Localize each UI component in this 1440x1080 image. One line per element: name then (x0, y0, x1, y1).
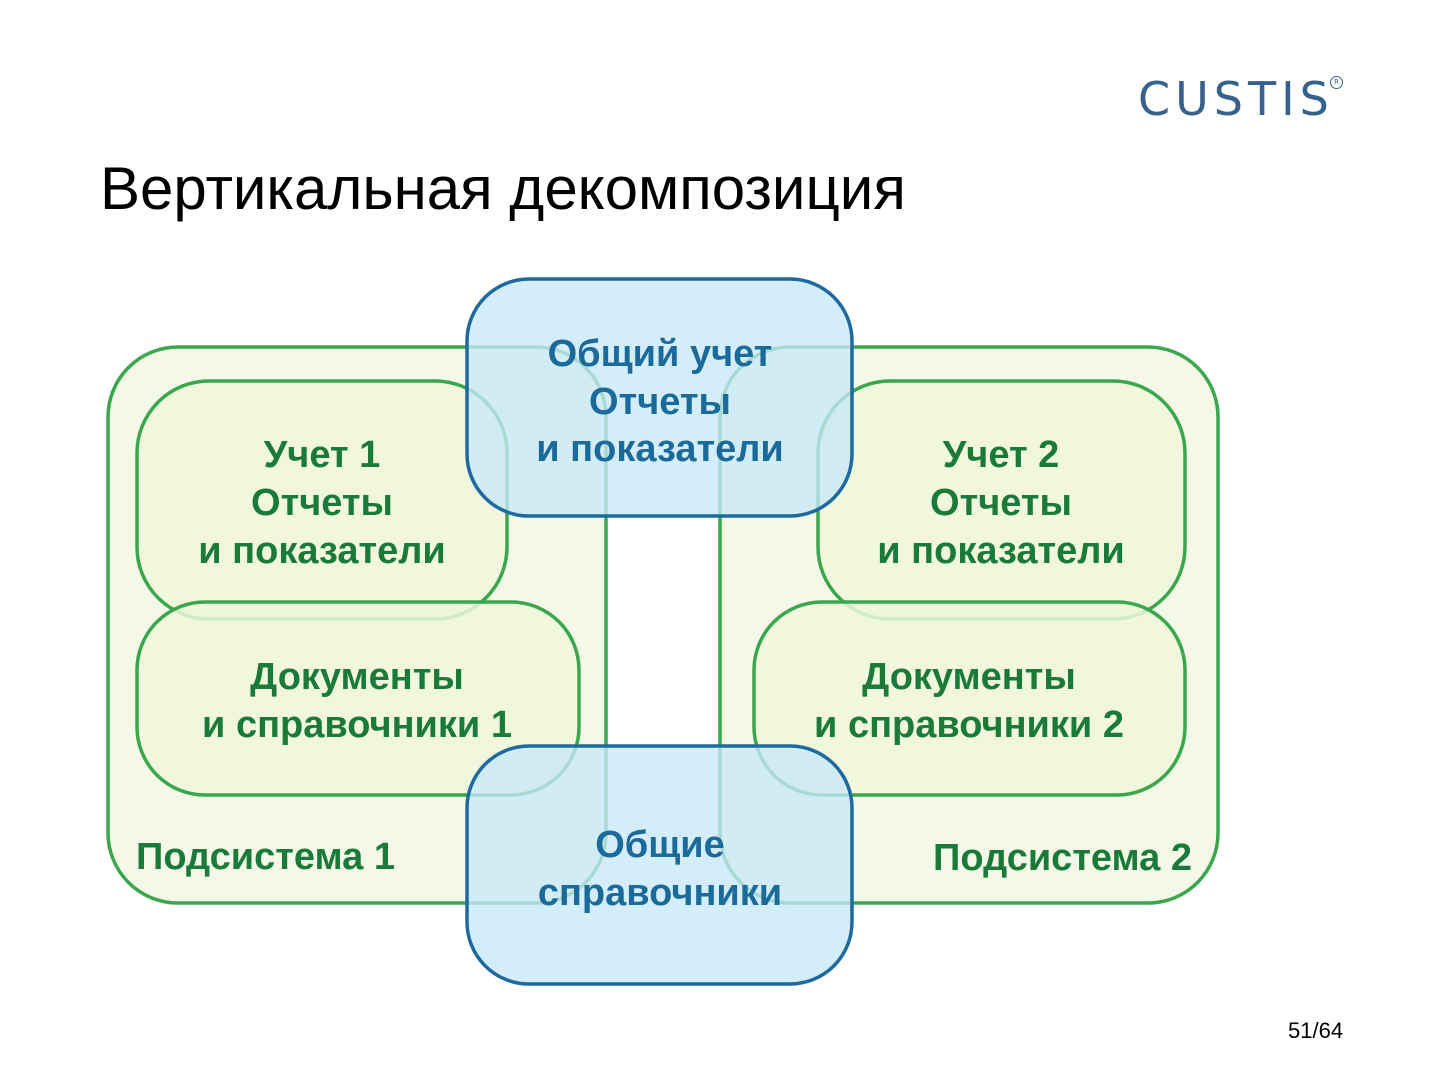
custis-logo: CUSTIS R (1138, 72, 1343, 128)
common-references-box (465, 744, 854, 986)
common-accounting-title: Общий учет (548, 333, 773, 375)
accounting-2-reports: Отчеты (930, 482, 1072, 524)
common-accounting-indicators: и показатели (536, 428, 783, 470)
accounting-1-indicators: и показатели (198, 530, 445, 572)
common-references-subtitle: справочники (538, 872, 782, 914)
subsystem-1-label: Подсистема 1 (136, 836, 395, 878)
accounting-2-indicators: и показатели (877, 530, 1124, 572)
documents-1-title: Документы (250, 656, 464, 698)
documents-1-box (135, 600, 581, 797)
accounting-1-reports: Отчеты (251, 482, 393, 524)
accounting-1-title: Учет 1 (264, 434, 381, 476)
common-accounting-box (465, 277, 854, 518)
documents-2-title: Документы (862, 656, 1076, 698)
subsystem-2-label: Подсистема 2 (933, 837, 1192, 879)
documents-1-references: и справочники 1 (202, 704, 512, 746)
slide-title: Вертикальная декомпозиция (100, 155, 906, 222)
page-number: 51/64 (1288, 1018, 1344, 1043)
common-accounting-reports: Отчеты (589, 381, 731, 423)
accounting-2-title: Учет 2 (943, 434, 1060, 476)
documents-2-references: и справочники 2 (814, 704, 1124, 746)
registered-mark-icon: R (1330, 76, 1343, 89)
logo-text: CUSTIS (1138, 72, 1334, 126)
common-references-title: Общие (595, 824, 725, 866)
documents-2-box (752, 600, 1187, 797)
